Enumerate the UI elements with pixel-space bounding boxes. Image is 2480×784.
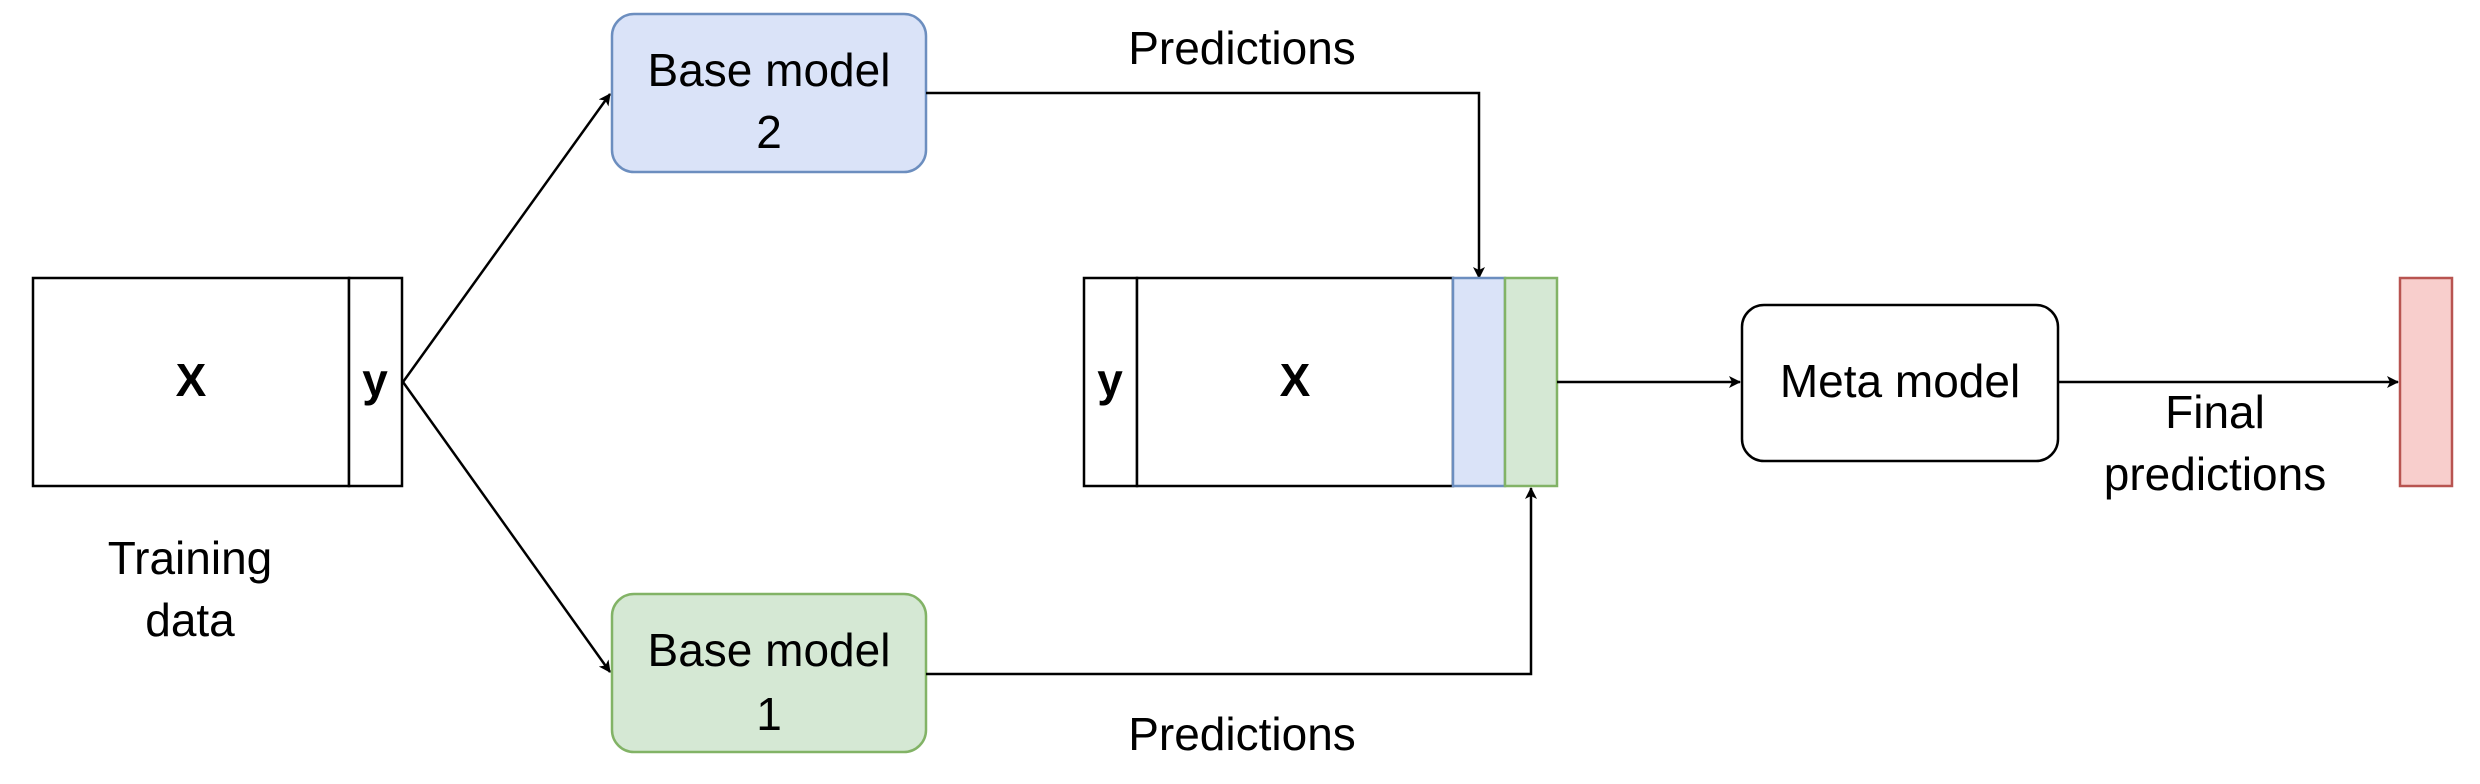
training-data-table: X y bbox=[31, 276, 404, 488]
training-x-cell bbox=[31, 276, 351, 488]
final-predictions-column bbox=[2398, 276, 2454, 488]
final-predictions-label-line1: Final bbox=[2165, 386, 2265, 438]
training-caption-line1: Training bbox=[108, 532, 272, 584]
stacked-training-table: y X bbox=[1082, 276, 1559, 488]
stacked-prediction-column-2 bbox=[1451, 276, 1507, 488]
base-model-2-label-line1: Base model bbox=[648, 44, 891, 96]
meta-model: Meta model bbox=[1740, 303, 2060, 463]
stacked-y-label: y bbox=[1097, 354, 1123, 406]
arrow-predictions-bottom bbox=[926, 487, 1537, 676]
predictions-bottom-label: Predictions bbox=[1128, 708, 1356, 760]
arrow-predictions-top bbox=[926, 91, 1485, 279]
training-x-label: X bbox=[176, 354, 207, 406]
base-model-2: Base model 2 bbox=[610, 12, 928, 174]
base-model-1-label-line2: 1 bbox=[756, 688, 782, 740]
base-model-2-label-line2: 2 bbox=[756, 106, 782, 158]
arrow-to-base-model-2 bbox=[401, 93, 612, 383]
stacked-x-cell bbox=[1135, 276, 1455, 488]
base-model-1-label-line1: Base model bbox=[648, 624, 891, 676]
training-y-label: y bbox=[362, 354, 388, 406]
final-predictions-label-line2: predictions bbox=[2104, 448, 2326, 500]
training-y-cell bbox=[347, 276, 404, 488]
stacked-prediction-column-1 bbox=[1503, 276, 1559, 488]
meta-model-label: Meta model bbox=[1780, 355, 2020, 407]
arrow-to-base-model-1 bbox=[401, 381, 612, 673]
stacked-x-label: X bbox=[1280, 354, 1311, 406]
predictions-top-label: Predictions bbox=[1128, 22, 1356, 74]
base-model-1: Base model 1 bbox=[610, 592, 928, 754]
training-caption-line2: data bbox=[145, 594, 235, 646]
